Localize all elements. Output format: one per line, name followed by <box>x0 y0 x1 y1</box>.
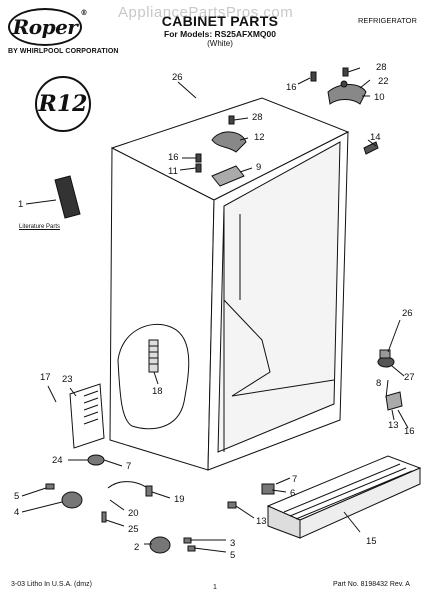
callout-15: 15 <box>366 536 377 547</box>
callout-2: 2 <box>134 542 139 553</box>
callout-21: 23 <box>62 374 73 385</box>
callout-3: 3 <box>230 538 235 549</box>
callout-8: 8 <box>376 378 381 389</box>
callout-4: 4 <box>14 507 19 518</box>
brand-subtitle: BY WHIRLPOOL CORPORATION <box>8 48 119 55</box>
color-line: (White) <box>207 39 233 48</box>
callout-5-top: 5 <box>14 491 19 502</box>
callout-5-bottom: 5 <box>230 550 235 561</box>
callout-11: 11 <box>168 166 178 177</box>
callout-6: 6 <box>290 488 295 499</box>
callout-12: 12 <box>254 132 265 143</box>
callout-20: 20 <box>128 508 139 519</box>
callout-9: 9 <box>256 162 261 173</box>
watermark: AppliancePartsPros.com <box>118 4 294 21</box>
footer-litho: 3-03 Litho In U.S.A. (dmz) <box>11 581 92 588</box>
top-screws <box>195 67 349 173</box>
footer-part-number: Part No. 8198432 Rev. A <box>333 581 410 588</box>
callout-16-right: 16 <box>404 426 415 437</box>
cabinet-shell <box>109 97 350 471</box>
callout-7-right: 7 <box>292 474 297 485</box>
callout-19: 19 <box>174 494 185 505</box>
literature-booklet <box>54 175 81 219</box>
callout-17: 17 <box>40 372 51 383</box>
trademark-mark: ® <box>80 8 88 17</box>
fill-tube <box>148 339 159 373</box>
callout-24: 25 <box>128 524 139 535</box>
r12-badge-text: R12 <box>38 91 88 117</box>
callout-13-right: 13 <box>388 420 399 431</box>
top-hinge <box>327 80 367 105</box>
callout-28-center: 28 <box>252 112 263 123</box>
side-vent-panel <box>69 383 105 449</box>
callout-25: 27 <box>404 372 415 383</box>
clip-14 <box>363 141 379 155</box>
callout-26: 26 <box>402 308 413 319</box>
brand-name: Roper <box>12 15 78 39</box>
literature-label: Literature Parts <box>19 224 61 230</box>
callout-13-bottom: 13 <box>256 516 267 527</box>
toe-grille <box>266 455 422 539</box>
callout-23: 24 <box>52 455 63 466</box>
callout-10: 10 <box>374 92 385 103</box>
callout-28-top: 28 <box>376 62 387 73</box>
right-roller <box>377 349 403 411</box>
category-label: REFRIGERATOR <box>358 16 417 25</box>
brand-logo: Roper ® <box>8 8 87 46</box>
footer-page-number: 1 <box>213 584 217 591</box>
callout-22: 22 <box>378 76 389 87</box>
center-hinge <box>211 131 247 187</box>
callout-16-top: 16 <box>286 82 297 93</box>
callout-18: 18 <box>152 386 163 397</box>
callout-1: 1 <box>18 199 23 210</box>
r12-badge: R12 <box>35 76 91 132</box>
callout-7-left: 7 <box>126 461 131 472</box>
rear-cutout <box>117 323 190 430</box>
models-line: For Models: RS25AFXMQ00 <box>164 29 276 39</box>
callout-14: 14 <box>370 132 381 143</box>
callout-numbers: 26 16 28 22 10 28 12 16 11 9 14 1 18 17 … <box>14 62 415 561</box>
lower-parts <box>45 454 275 554</box>
leader-lines <box>21 67 409 553</box>
callout-16-center: 16 <box>168 152 179 163</box>
page-title: CABINET PARTS <box>161 13 279 29</box>
callout-27: 26 <box>172 72 183 83</box>
